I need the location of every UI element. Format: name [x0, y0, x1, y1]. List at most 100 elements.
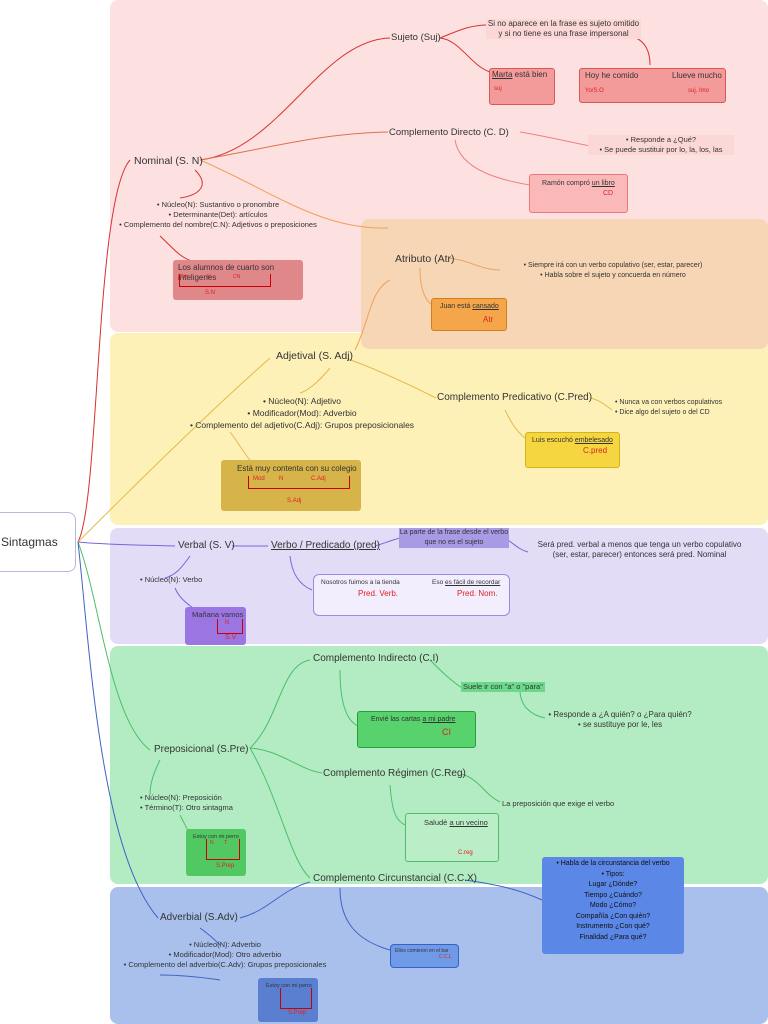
adverbial-example-box: Estoy con mi perro S.Prep	[258, 978, 318, 1022]
adverbial-item-1: Núcleo(N): Adverbio	[193, 940, 261, 949]
preposicional-tag-sprep: S.Prep	[216, 863, 235, 869]
ci-ex-tag: CI	[442, 727, 451, 737]
nominal-item-2: Determinante(Det): artículos	[173, 210, 268, 219]
verbal-example-box: Mañana vamos N S.V	[185, 607, 246, 645]
atributo-band	[361, 219, 768, 349]
atributo-item-2: Habla sobre el sujeto y concuerda en núm…	[544, 272, 686, 279]
verbo-ex2-tag: Pred. Nom.	[457, 589, 498, 598]
sujeto-ex2-tag2: suj. Imo	[688, 88, 710, 94]
sujeto-node[interactable]: Sujeto (Suj)	[391, 32, 441, 43]
cd-example: Ramón compró un libro CD	[529, 174, 628, 213]
ccx-item-1: Habla de la circunstancia del verbo	[560, 860, 670, 867]
adverbial-item-3: Complemento del adverbio(C.Adv): Grupos …	[128, 960, 327, 969]
nominal-tag-n: N	[207, 274, 211, 280]
ccx-item-8: Finalidad ¿Para qué?	[579, 933, 647, 941]
adjetival-item-1: Núcleo(N): Adjetivo	[268, 396, 342, 406]
cd-ex-tag: CD	[603, 190, 614, 197]
adjetival-tag-mod: Mod	[253, 476, 265, 482]
verbal-node[interactable]: Verbal (S. V)	[178, 540, 235, 551]
ci-ex-text2: a mi padre	[422, 716, 456, 723]
adjetival-node[interactable]: Adjetival (S. Adj)	[276, 350, 354, 362]
cd-ex-text1: Ramón compró	[542, 180, 592, 187]
ci-item-1: Responde a ¿A quién? o ¿Para quién?	[553, 710, 692, 719]
ci-item-2: se sustituye por le, les	[582, 720, 663, 729]
sujeto-note: Si no aparece en la frase es sujeto omit…	[486, 19, 641, 39]
creg-ex-text2: a un vecino	[449, 818, 488, 827]
cpred-ex-tag: C.pred	[583, 446, 608, 455]
ci-example: Envié las cartas a mi padre CI	[357, 711, 476, 748]
adjetival-tag-sadj: S.Adj	[287, 498, 302, 504]
verbo-node[interactable]: Verbo / Predicado (pred)	[271, 540, 380, 551]
adjetival-items: • Núcleo(N): Adjetivo • Modificador(Mod)…	[189, 396, 415, 430]
nominal-example-box: Los alumnos de cuarto son inteligenes De…	[173, 260, 303, 300]
adverbial-item-2: Modificador(Mod): Otro adverbio	[173, 950, 282, 959]
verbo-rule-2: (ser, estar, parecer) entonces será pred…	[552, 550, 727, 559]
sujeto-example-2: Hoy he comido Llueve mucho Yo/S.O suj. I…	[579, 68, 726, 103]
verbal-example-text: Mañana vamos	[192, 610, 244, 619]
cd-item-1: Responde a ¿Qué?	[630, 135, 697, 144]
preposicional-example-text: Estoy con mi perro	[193, 834, 239, 840]
preposicional-items: • Núcleo(N): Preposición • Término(T): O…	[140, 793, 233, 812]
verbal-tag-n: N	[225, 620, 230, 626]
cd-items: • Responde a ¿Qué? • Se puede sustituir …	[588, 135, 734, 155]
root-node[interactable]: Sintagmas	[0, 512, 76, 572]
verbal-item-1: Núcleo(N): Verbo	[144, 575, 203, 584]
sujeto-note-2: y si no tiene es una frase impersonal	[498, 29, 629, 38]
creg-ex-text1: Saludé	[424, 818, 450, 827]
ccx-node[interactable]: Complemento Circunstancial (C.C.X)	[313, 873, 477, 884]
cpred-node[interactable]: Complemento Predicativo (C.Pred)	[437, 392, 593, 403]
ccx-item-3: Lugar ¿Dónde?	[588, 881, 638, 888]
root-label: Sintagmas	[1, 535, 58, 549]
adjetival-item-3: Complemento del adjetivo(C.Adj): Grupos …	[195, 420, 415, 430]
adverbial-tag-sprep: S.Prep	[288, 1010, 307, 1016]
adverbial-node[interactable]: Adverbial (S.Adv)	[160, 912, 238, 923]
cd-node[interactable]: Complemento Directo (C. D)	[389, 127, 509, 138]
adjetival-band	[110, 333, 768, 525]
nominal-tag-cn: CN	[233, 274, 241, 280]
sujeto-ex2-tag1: Yo/S.O	[585, 88, 604, 94]
atributo-ex-text2: cansado	[472, 303, 499, 310]
atributo-ex-tag: Atr	[483, 315, 494, 324]
preposicional-node[interactable]: Preposicional (S.Pre)	[154, 744, 249, 755]
verbo-note-1: La parte de la frase desde el verbo	[399, 529, 509, 536]
ccx-ex-text: Ellos comieron en el bar	[395, 948, 449, 954]
creg-note: La preposición que exige el verbo	[502, 799, 615, 808]
verbo-rule: Será pred. verbal a menos que tenga un v…	[522, 540, 757, 560]
ccx-item-4: Tiempo ¿Cuándo?	[584, 891, 642, 899]
verbo-note: La parte de la frase desde el verbo que …	[399, 528, 509, 548]
atributo-ex-text1: Juan está	[440, 303, 473, 310]
adjetival-tag-cadj: C.Adj	[311, 476, 326, 482]
verbal-items: • Núcleo(N): Verbo	[140, 575, 203, 584]
nominal-item-1: Núcleo(N): Sustantivo o pronombre	[161, 200, 280, 209]
sujeto-example-1: Marta está bien suj	[489, 68, 555, 105]
atributo-items: • Siempre irá con un verbo copulativo (s…	[523, 262, 703, 279]
nominal-node[interactable]: Nominal (S. N)	[134, 155, 203, 167]
sujeto-ex1-text1: Marta	[492, 70, 513, 79]
adjetival-item-2: Modificador(Mod): Adverbio	[252, 408, 357, 418]
adjetival-example-box: Está muy contenta con su colegio Mod N C…	[221, 460, 361, 511]
ccx-item-5: Modo ¿Cómo?	[589, 902, 637, 909]
verbo-note-2: que no es el sujeto	[424, 539, 484, 546]
verbo-examples: Nosotros fuimos a la tienda Pred. Verb. …	[313, 574, 510, 616]
ccx-items: • Habla de la circunstancia del verbo • …	[542, 857, 684, 954]
sujeto-ex2-text2: Llueve mucho	[672, 71, 722, 80]
atributo-node[interactable]: Atributo (Atr)	[395, 253, 455, 265]
nominal-items: • Núcleo(N): Sustantivo o pronombre • De…	[119, 200, 317, 229]
nominal-example-text: Los alumnos de cuarto son inteligenes	[178, 263, 275, 282]
creg-ex-tag: C.reg	[458, 850, 473, 856]
nominal-tag-sn: S.N	[205, 290, 216, 296]
cpred-example: Luis escuchó embelesado C.pred	[525, 432, 620, 468]
preposicional-item-1: Núcleo(N): Preposición	[144, 793, 222, 802]
creg-node[interactable]: Complemento Régimen (C.Reg)	[323, 768, 466, 779]
ccx-item-2: Tipos:	[605, 870, 625, 878]
preposicional-item-2: Término(T): Otro sintagma	[144, 803, 233, 812]
cpred-items: • Nunca va con verbos copulativos • Dice…	[615, 399, 723, 416]
adjetival-example-text: Está muy contenta con su colegio	[237, 464, 357, 473]
ccx-item-6: Compañía ¿Con quién?	[575, 912, 651, 920]
ci-node[interactable]: Complemento Indirecto (C.I)	[313, 653, 439, 664]
ci-items: • Responde a ¿A quién? o ¿Para quién? • …	[548, 710, 692, 729]
sujeto-note-1: Si no aparece en la frase es sujeto omit…	[487, 19, 640, 28]
cpred-ex-text1: Luis escuchó	[532, 437, 575, 444]
ccx-item-7: Instrumento ¿Con qué?	[576, 923, 650, 930]
